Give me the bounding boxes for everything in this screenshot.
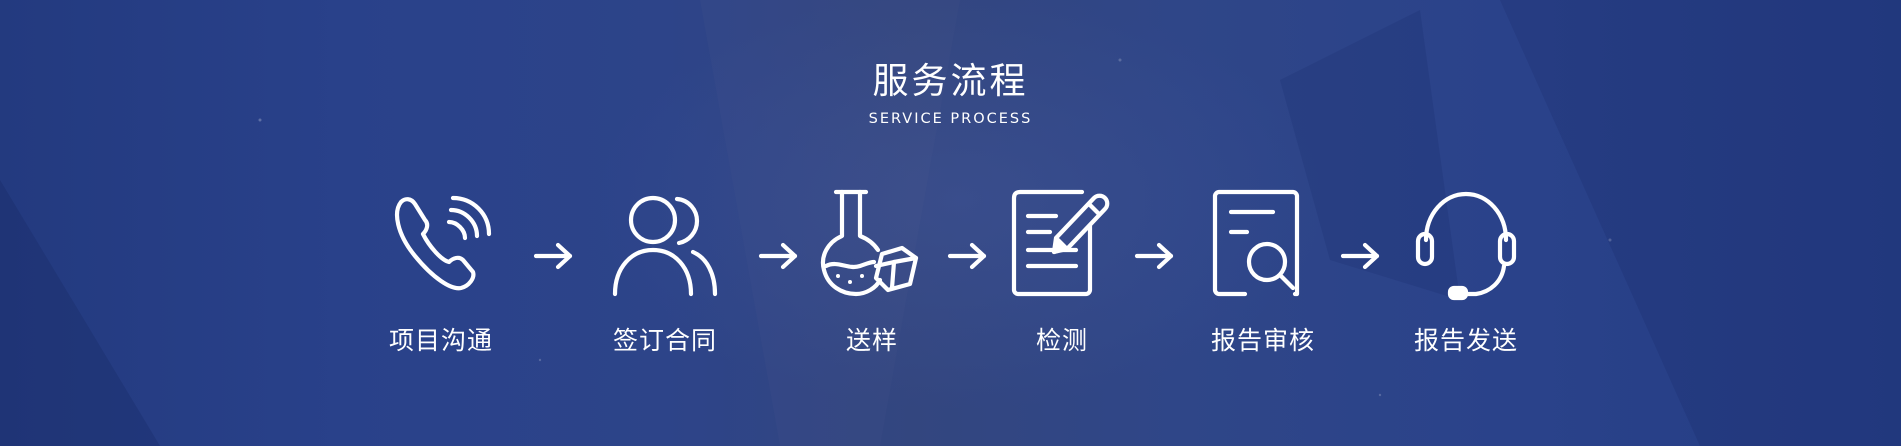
arrow-right-icon bbox=[1339, 241, 1383, 271]
step-label: 检测 bbox=[1035, 326, 1088, 355]
arrow-right-icon bbox=[946, 241, 990, 271]
users-icon bbox=[612, 190, 718, 300]
step-label: 送样 bbox=[845, 326, 898, 355]
step-project-communication: 项目沟通 bbox=[341, 190, 541, 390]
step-report-delivery: 报告发送 bbox=[1366, 190, 1566, 390]
arrow-right-icon bbox=[757, 241, 801, 271]
arrow-right-icon bbox=[1133, 241, 1177, 271]
section-heading: 服务流程 SERVICE PROCESS bbox=[0, 60, 1901, 128]
step-sign-contract: 签订合同 bbox=[565, 190, 765, 390]
section-subtitle: SERVICE PROCESS bbox=[868, 111, 1033, 127]
step-label: 项目沟通 bbox=[388, 326, 493, 355]
headset-icon bbox=[1415, 190, 1517, 301]
step-label: 报告审核 bbox=[1210, 326, 1315, 355]
section-title: 服务流程 bbox=[872, 61, 1029, 102]
document-edit-icon bbox=[1011, 189, 1112, 300]
step-label: 签订合同 bbox=[612, 326, 717, 355]
arrow-right-icon bbox=[532, 241, 576, 271]
document-search-icon bbox=[1212, 189, 1313, 300]
flask-icon bbox=[820, 189, 922, 300]
phone-call-icon bbox=[391, 190, 492, 300]
step-send-sample: 送样 bbox=[772, 189, 972, 390]
step-label: 报告发送 bbox=[1413, 326, 1518, 355]
step-report-review: 报告审核 bbox=[1163, 189, 1363, 390]
step-testing: 检测 bbox=[962, 189, 1162, 390]
